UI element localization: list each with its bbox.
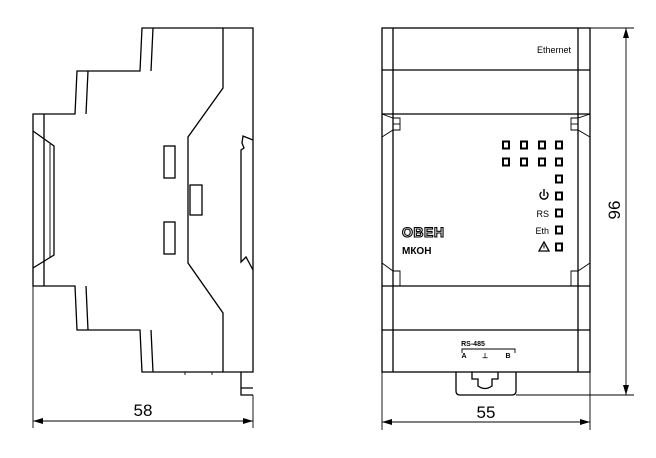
led-indicator (555, 157, 563, 167)
dimension-58: 58 (32, 286, 254, 428)
led-indicator (502, 140, 510, 150)
terminal-pin-a: A (461, 353, 466, 360)
front-view: Ethernet RS Eth ОВЕН МКОН RS-485 A ⊥ B (381, 27, 591, 396)
indicator-label-eth: Eth (535, 226, 549, 236)
led-indicator (520, 140, 528, 150)
power-icon (539, 189, 549, 200)
terminal-pin-ground: ⊥ (482, 352, 488, 360)
terminal-pin-b: B (505, 353, 510, 360)
dimension-label-height: 96 (605, 201, 624, 220)
led-indicator (520, 157, 528, 167)
led-indicators (502, 140, 563, 252)
terminal-title: RS-485 (461, 341, 485, 348)
led-indicator (538, 140, 546, 150)
led-indicator (555, 174, 563, 184)
led-indicator (555, 225, 563, 235)
brand-logo: ОВЕН (402, 224, 444, 240)
ethernet-port-label: Ethernet (537, 45, 572, 55)
side-slot-top (163, 145, 176, 179)
led-indicator (538, 157, 546, 167)
dimension-96: 96 (516, 27, 634, 396)
led-indicator (555, 140, 563, 150)
rs485-terminal-label: RS-485 A ⊥ B (461, 341, 516, 360)
warning-icon (537, 240, 551, 252)
led-indicator (555, 242, 563, 252)
model-name: МКОН (402, 246, 431, 257)
dimension-label-width-side: 58 (134, 401, 153, 420)
dimension-55: 55 (381, 372, 591, 430)
side-slot-bottom (163, 221, 176, 255)
led-indicator (555, 191, 563, 201)
side-tab (189, 184, 203, 216)
indicator-label-rs: RS (536, 209, 549, 219)
led-indicator (502, 157, 510, 167)
side-view (32, 27, 254, 396)
din-rail-latch (455, 372, 517, 396)
dimension-label-width-front: 55 (477, 403, 496, 422)
led-indicator (555, 208, 563, 218)
